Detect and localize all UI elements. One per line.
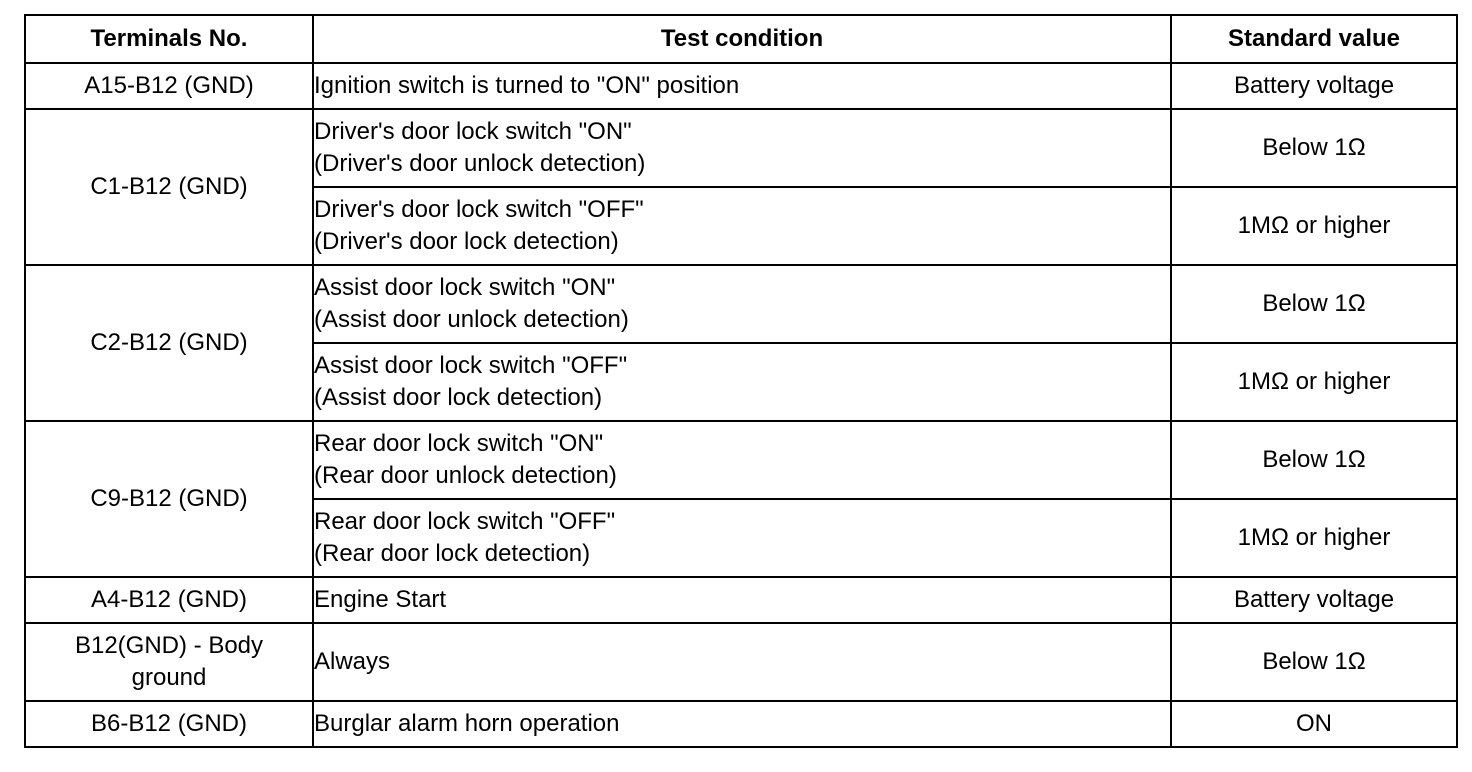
header-test-condition: Test condition (312, 14, 1172, 64)
condition-cell: Assist door lock switch "ON" (Assist doo… (312, 264, 1172, 344)
table-row: Driver's door lock switch "OFF" (Driver'… (25, 186, 1458, 266)
condition-line: Driver's door lock switch "ON" (314, 118, 632, 145)
condition-line: Always (314, 648, 391, 675)
condition-cell: Engine Start (312, 576, 1172, 624)
standard-cell: Battery voltage (1170, 576, 1458, 624)
condition-line: (Driver's door lock detection) (314, 228, 619, 255)
terminal-cell: A15-B12 (GND) (24, 62, 314, 110)
condition-line: (Rear door lock detection) (314, 540, 591, 567)
standard-cell: Below 1Ω (1170, 420, 1458, 500)
terminal-line: ground (131, 664, 207, 691)
condition-cell: Driver's door lock switch "ON" (Driver's… (312, 108, 1172, 188)
terminal-cell: B6-B12 (GND) (24, 700, 314, 748)
spec-table: Terminals No. Test condition Standard va… (24, 14, 1458, 748)
condition-line: (Assist door lock detection) (314, 384, 603, 411)
terminal-cell: C9-B12 (GND) (24, 420, 314, 578)
condition-line: Burglar alarm horn operation (314, 710, 620, 737)
table-row: A15-B12 (GND) Ignition switch is turned … (24, 62, 1458, 110)
table-row: C1-B12 (GND) Driver's door lock switch "… (24, 108, 1458, 266)
table-row: B6-B12 (GND) Burglar alarm horn operatio… (24, 700, 1458, 748)
standard-cell: Below 1Ω (1170, 108, 1458, 188)
condition-cell: Burglar alarm horn operation (312, 700, 1172, 748)
condition-line: (Assist door unlock detection) (314, 306, 629, 333)
standard-cell: Below 1Ω (1170, 264, 1458, 344)
condition-line: Ignition switch is turned to "ON" positi… (314, 72, 740, 99)
condition-line: Driver's door lock switch "OFF" (314, 196, 644, 223)
terminal-cell: B12(GND) - Body ground (24, 622, 314, 702)
table-row: A4-B12 (GND) Engine Start Battery voltag… (24, 576, 1458, 624)
condition-cell: Rear door lock switch "OFF" (Rear door l… (312, 498, 1172, 578)
condition-cell: Assist door lock switch "OFF" (Assist do… (312, 342, 1172, 422)
header-row: Terminals No. Test condition Standard va… (24, 14, 1458, 64)
condition-line: Engine Start (314, 586, 447, 613)
terminal-cell: C1-B12 (GND) (24, 108, 314, 266)
standard-cell: 1MΩ or higher (1170, 186, 1458, 266)
header-standard-value: Standard value (1170, 14, 1458, 64)
table-row: C9-B12 (GND) Rear door lock switch "ON" … (24, 420, 1458, 578)
header-terminals: Terminals No. (24, 14, 314, 64)
table-row: B12(GND) - Body ground Always Below 1Ω (24, 622, 1458, 702)
standard-cell: 1MΩ or higher (1170, 498, 1458, 578)
condition-line: (Rear door unlock detection) (314, 462, 617, 489)
terminal-cell: A4-B12 (GND) (24, 576, 314, 624)
standard-cell: Battery voltage (1170, 62, 1458, 110)
standard-cell: Below 1Ω (1170, 622, 1458, 702)
condition-cell: Rear door lock switch "ON" (Rear door un… (312, 420, 1172, 500)
terminal-cell: C2-B12 (GND) (24, 264, 314, 422)
standard-cell: ON (1170, 700, 1458, 748)
terminal-line: B12(GND) - Body (74, 632, 264, 659)
standard-cell: 1MΩ or higher (1170, 342, 1458, 422)
table-row: Assist door lock switch "OFF" (Assist do… (25, 342, 1458, 422)
condition-cell: Always (312, 622, 1172, 702)
condition-cell: Driver's door lock switch "OFF" (Driver'… (312, 186, 1172, 266)
condition-line: Rear door lock switch "OFF" (314, 508, 616, 535)
condition-cell: Ignition switch is turned to "ON" positi… (312, 62, 1172, 110)
condition-line: Rear door lock switch "ON" (314, 430, 604, 457)
table-row: C2-B12 (GND) Assist door lock switch "ON… (24, 264, 1458, 422)
table-row: Rear door lock switch "OFF" (Rear door l… (25, 498, 1458, 578)
condition-line: (Driver's door unlock detection) (314, 150, 646, 177)
condition-line: Assist door lock switch "OFF" (314, 352, 628, 379)
condition-line: Assist door lock switch "ON" (314, 274, 616, 301)
